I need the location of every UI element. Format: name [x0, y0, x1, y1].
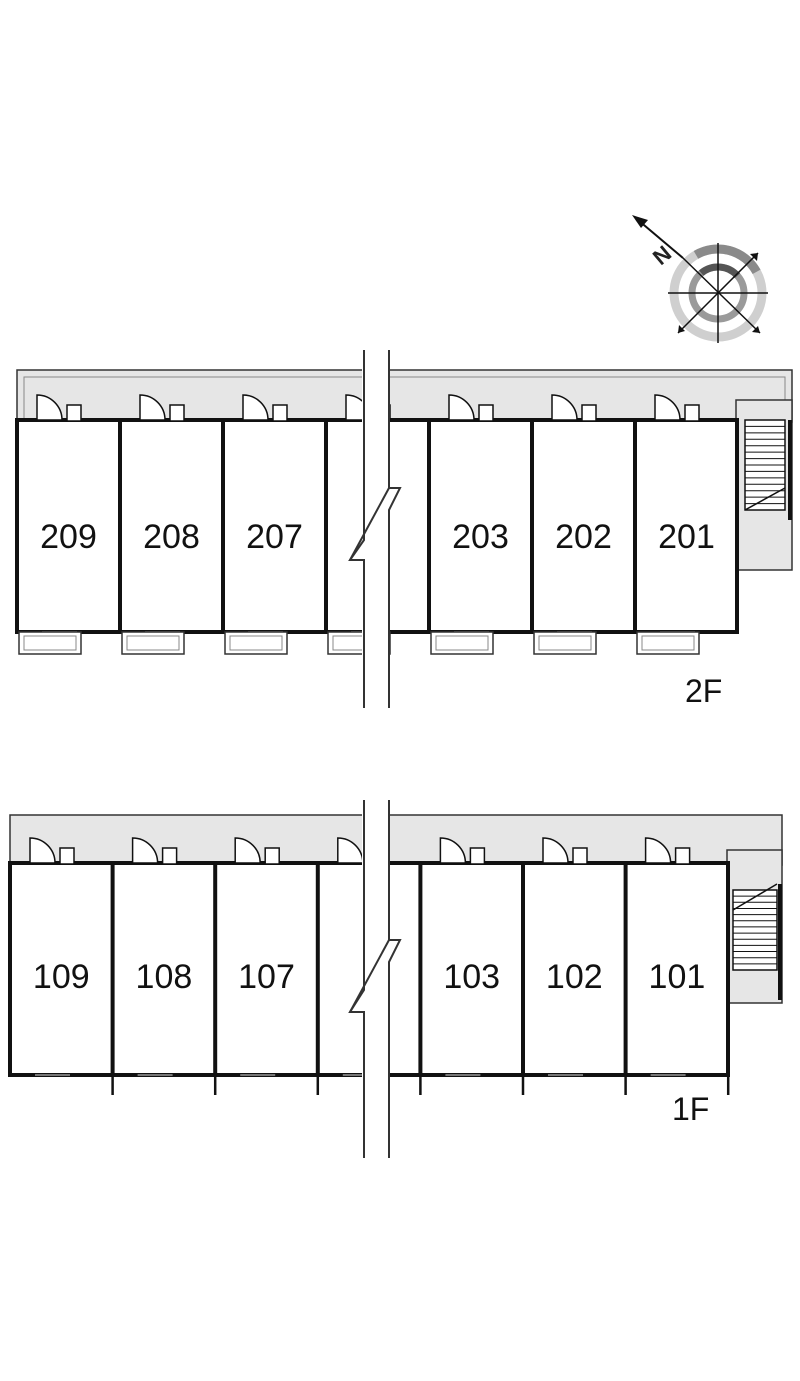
unit-number-label: 107 [238, 958, 295, 996]
unit-101: 101 [623, 837, 706, 1095]
door-icon [644, 837, 691, 865]
balcony [533, 631, 597, 655]
door-icon [234, 837, 280, 865]
unit-number-label: 203 [452, 518, 509, 556]
door-icon [448, 394, 494, 422]
door-icon [139, 394, 185, 422]
door-icon [439, 837, 486, 865]
unit-number-label: 208 [143, 518, 200, 556]
compass-rose-icon: N [632, 215, 768, 343]
door-icon [131, 837, 178, 865]
door-icon [242, 394, 288, 422]
break-symbol [348, 800, 402, 1160]
balcony [430, 631, 494, 655]
staircase [744, 419, 792, 520]
unit-208: 208 [118, 394, 200, 655]
unit-107: 107 [213, 837, 295, 1095]
floor-1f-plan: 109 108 107 103 102 101 1F [8, 800, 783, 1160]
unit-108: 108 [110, 837, 193, 1095]
unit-number-label: 201 [658, 518, 715, 556]
unit-201: 201 [633, 394, 715, 655]
floor-label-2f: 2F [685, 673, 722, 709]
door-icon [29, 837, 75, 865]
staircase [732, 883, 782, 1000]
door-icon [551, 394, 597, 422]
balcony [224, 631, 288, 655]
unit-209: 209 [18, 394, 97, 655]
unit-202: 202 [530, 394, 612, 655]
floor-label-1f: 1F [672, 1091, 709, 1127]
unit-203: 203 [427, 394, 509, 655]
door-icon [542, 837, 588, 865]
unit-103: 103 [418, 837, 500, 1095]
unit-number-label: 103 [443, 958, 500, 996]
unit-number-label: 101 [649, 958, 706, 996]
unit-number-label: 109 [33, 958, 90, 996]
floor-2f-plan: 209 208 207 203 202 201 2F [15, 350, 793, 710]
unit-102: 102 [521, 837, 603, 1095]
unit-number-label: 108 [136, 958, 193, 996]
break-symbol [348, 350, 402, 710]
balcony [18, 631, 82, 655]
unit-number-label: 207 [246, 518, 303, 556]
unit-number-label: 102 [546, 958, 603, 996]
balcony [121, 631, 185, 655]
door-icon [36, 394, 82, 422]
unit-number-label: 209 [40, 518, 97, 556]
door-icon [654, 394, 700, 422]
north-label: N [648, 241, 676, 270]
unit-109: 109 [29, 837, 90, 1076]
unit-207: 207 [221, 394, 303, 655]
unit-number-label: 202 [555, 518, 612, 556]
balcony [636, 631, 700, 655]
